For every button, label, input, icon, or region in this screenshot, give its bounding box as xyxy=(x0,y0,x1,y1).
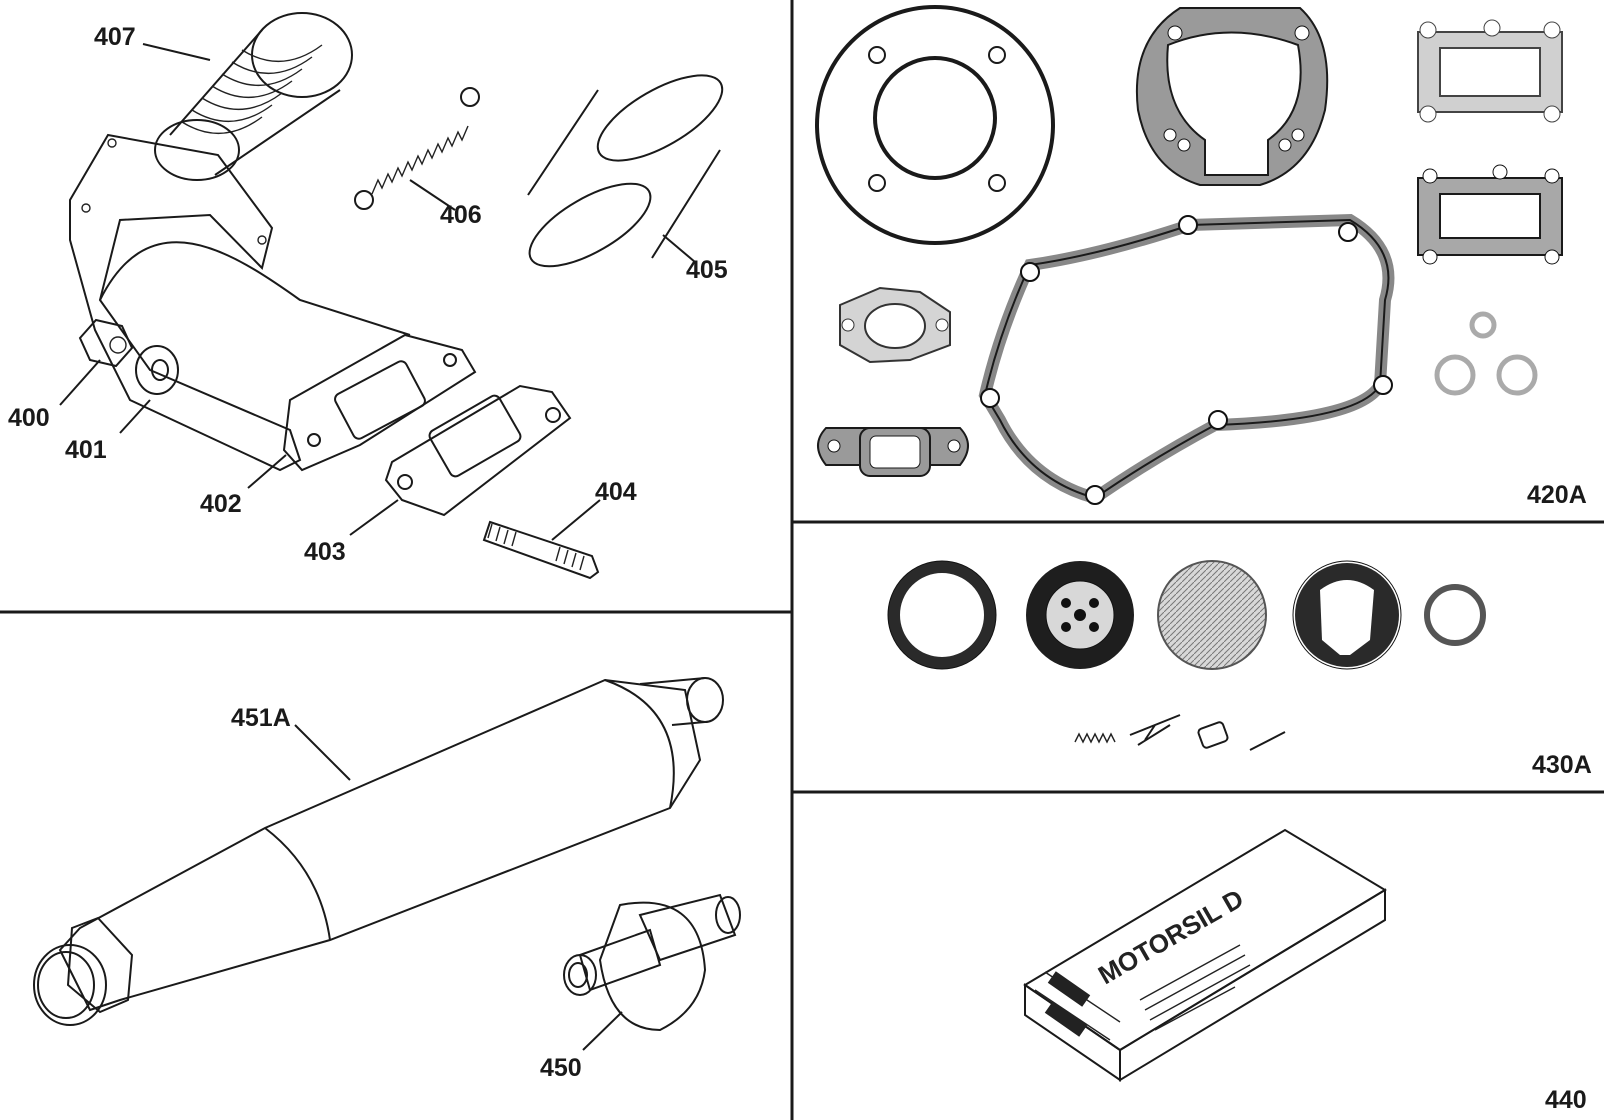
head-gasket-round xyxy=(815,5,1055,245)
washer-401 xyxy=(135,345,179,395)
carb-diaphragm-metering xyxy=(1157,560,1267,670)
manifold-402 xyxy=(69,133,477,472)
nut-400 xyxy=(78,318,134,368)
label-403: 403 xyxy=(304,538,346,566)
label-450: 450 xyxy=(540,1054,582,1082)
label-406: 406 xyxy=(440,201,482,229)
carb-gasket-shaped xyxy=(1292,560,1402,670)
stud-404 xyxy=(482,520,600,580)
carb-gasket-ring xyxy=(887,560,997,670)
reed-gasket-dark xyxy=(1417,164,1563,265)
label-401: 401 xyxy=(65,436,107,464)
leader-406 xyxy=(409,179,456,211)
muffler-451A xyxy=(33,677,724,1026)
bellows-407 xyxy=(154,12,353,181)
leader-451A xyxy=(294,724,351,781)
label-402: 402 xyxy=(200,490,242,518)
label-430A: 430A xyxy=(1532,751,1592,779)
exhaust-panel: 451A 450 xyxy=(33,677,741,1082)
carb-diaphragm-pump xyxy=(1026,561,1134,669)
label-420A: 420A xyxy=(1527,481,1587,509)
carb-flange-gasket xyxy=(839,286,951,364)
leader-450 xyxy=(582,1011,623,1051)
carb-small-gasket xyxy=(1424,584,1486,646)
reed-gasket-light xyxy=(1417,19,1563,123)
sealant-panel: MOTORSIL D arexons 440 xyxy=(1023,828,1587,1114)
intake-panel: 407 406 405 400 401 402 403 404 xyxy=(8,12,728,580)
sealant-box: MOTORSIL D arexons xyxy=(1023,828,1387,1082)
spring-406 xyxy=(354,87,480,210)
leader-405 xyxy=(662,234,696,263)
leader-404 xyxy=(551,499,601,541)
gasket-kit-panel: 420A xyxy=(815,5,1587,509)
leader-403 xyxy=(349,499,399,536)
carb-small-parts xyxy=(1074,714,1286,751)
label-407: 407 xyxy=(94,23,136,51)
leader-401 xyxy=(119,399,151,434)
o-rings xyxy=(1434,311,1538,396)
label-404: 404 xyxy=(595,478,637,506)
filter-sleeve-405 xyxy=(527,74,724,268)
leader-407 xyxy=(142,43,211,61)
exhaust-gasket xyxy=(817,427,969,477)
base-gasket xyxy=(1135,7,1329,186)
label-440: 440 xyxy=(1545,1086,1587,1114)
end-cap-450 xyxy=(563,893,741,1032)
leader-402 xyxy=(247,454,287,489)
carb-kit-panel: 430A xyxy=(887,560,1592,779)
label-451A: 451A xyxy=(231,704,291,732)
label-405: 405 xyxy=(686,256,728,284)
gasket-403 xyxy=(384,384,572,517)
label-400: 400 xyxy=(8,404,50,432)
leader-400 xyxy=(59,359,101,406)
crankcase-gasket xyxy=(978,213,1395,505)
